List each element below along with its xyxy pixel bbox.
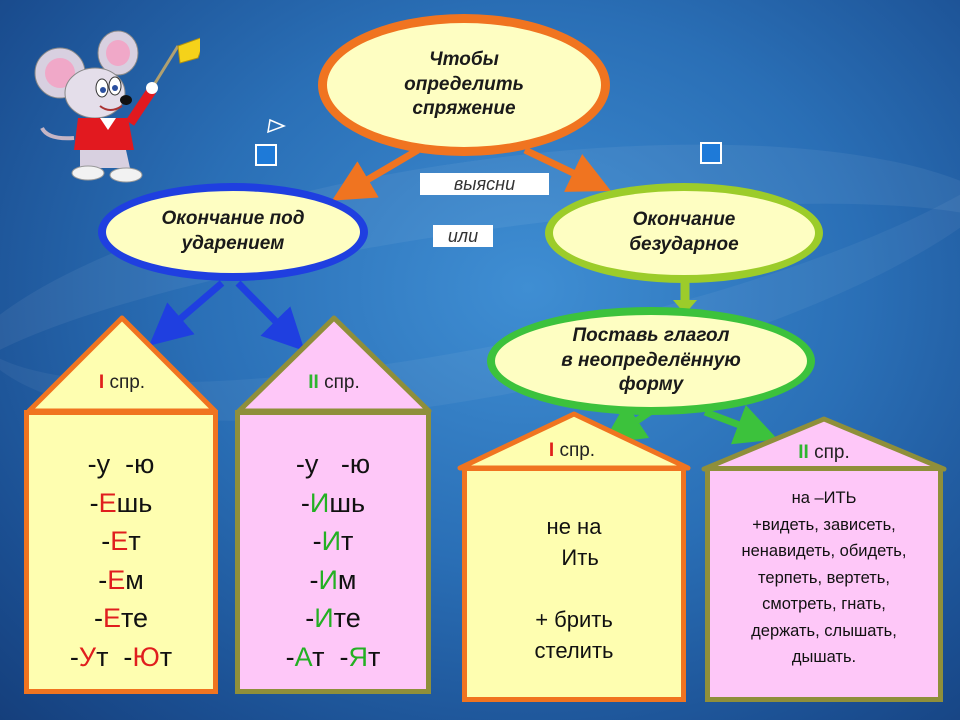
ending-vowel: Е [110,526,129,556]
ending-text: шь [116,487,153,518]
text-line: терпеть, вертеть, [758,568,890,587]
ending-text: - [101,526,111,556]
house3-text: не на Ить + брить стелить [467,511,681,666]
root-oval: Чтобы определить спряжение [318,14,610,156]
ending-text: т [367,641,381,672]
ending-text: т - [312,641,349,672]
ending-row: -у -ю [240,445,426,484]
text-line: ненавидеть, обидеть, [741,542,907,560]
ending-text: - [312,526,322,556]
ending-text: - [93,603,103,633]
ending-row: -Ут -Ют [29,638,213,677]
ending-text: шь [329,487,366,518]
ending-text: - [309,564,319,595]
ending-text: м [337,564,357,595]
ending-text: те [120,603,149,633]
ending-text: - [98,564,108,595]
ending-text: - [285,641,295,672]
or-label: или [433,225,493,247]
house2-conjugation-label: II спр. [308,372,360,393]
ending-text: те [333,603,361,633]
ending-text: -у -ю [87,449,155,479]
unstressed-ending-text: Окончание безударное [629,209,739,255]
ending-vowel: И [314,603,334,633]
unstressed-ending-oval: Окончание безударное [545,183,823,283]
square-marker-left [255,144,277,166]
text-line: + брить [535,607,613,632]
ending-vowel: И [318,564,338,595]
ending-text: т - [96,641,133,672]
text-line [467,573,681,604]
arrow-to-house2 [235,280,305,351]
text-line: не на [546,514,602,539]
ending-row: -Ем [29,561,213,600]
ending-row: -Им [240,561,426,600]
ending-row: -Ете [29,599,213,638]
house2-endings: -у -ю-Ишь-Ит-Им-Ите-Ат -Ят [240,445,426,676]
ending-text: т [341,526,354,556]
infinitive-oval: Поставь глагол в неопределённую форму [487,307,815,415]
ending-vowel: Е [107,564,126,595]
ending-row: -Ишь [240,484,426,523]
ending-vowel: И [321,526,342,556]
house4-text: на –ИТЬ +видеть, зависеть, ненавидеть, оби… [710,485,938,671]
house1-roof [26,315,218,414]
house4-body: на –ИТЬ +видеть, зависеть, ненавидеть, оби… [705,466,943,702]
house2-body: -у -ю-Ишь-Ит-Им-Ите-Ат -Ят [235,410,431,694]
find-out-label: выясни [420,173,549,195]
ending-text: - [69,641,79,672]
ending-text: т [128,526,141,556]
text-line: на –ИТЬ [791,489,857,507]
stressed-ending-oval: Окончание под ударением [98,183,368,281]
arrow-to-unstressed [523,146,611,192]
arrow-to-house1 [149,280,225,346]
house1-conjugation-label: I спр. [98,372,146,393]
ending-text: - [305,603,315,633]
text-line: +видеть, зависеть, [752,515,896,534]
ending-vowel: Ю [132,641,160,672]
stressed-ending-text: Окончание под ударением [161,208,305,254]
house1-endings: -у -ю-Ешь-Ет-Ем-Ете-Ут -Ют [29,445,213,676]
ending-text: м [125,564,144,595]
ending-text: - [89,487,99,518]
root-oval-text: Чтобы определить спряжение [404,48,524,120]
text-line: дышать. [791,648,857,666]
ending-vowel: У [78,641,97,672]
mouse-mascot-icon [34,30,200,183]
ending-vowel: И [309,487,330,518]
house3-body: не на Ить + брить стелить [462,466,686,702]
ending-vowel: А [294,641,313,672]
ending-vowel: Е [98,487,117,518]
ending-row: -Ите [240,599,426,638]
house4-conjugation-label: II спр. [798,442,850,463]
arrow-to-house4 [703,404,778,445]
triangle-pointer-icon [267,118,286,134]
arrow-to-house3 [602,402,652,444]
text-line: Ить [549,545,599,570]
infinitive-text: Поставь глагол в неопределённую форму [561,324,741,396]
arrow-to-stressed [331,146,420,201]
ending-vowel: Я [348,641,368,672]
ending-vowel: Е [102,603,121,633]
house2-roof [236,315,432,414]
text-line: смотреть, гнать, [762,595,886,613]
ending-row: -Ит [240,522,426,561]
ending-row: -Ат -Ят [240,638,426,677]
house3-conjugation-label: I спр. [548,440,596,461]
house1-body: -у -ю-Ешь-Ет-Ем-Ете-Ут -Ют [24,410,218,694]
ending-text: - [300,487,310,518]
ending-row: -у -ю [29,445,213,484]
square-marker-right [700,142,722,164]
ending-text: -у -ю [295,449,371,479]
ending-text: т [159,641,173,672]
text-line: держать, слышать, [751,621,897,640]
ending-row: -Ешь [29,484,213,523]
text-line: стелить [534,638,614,663]
ending-row: -Ет [29,522,213,561]
